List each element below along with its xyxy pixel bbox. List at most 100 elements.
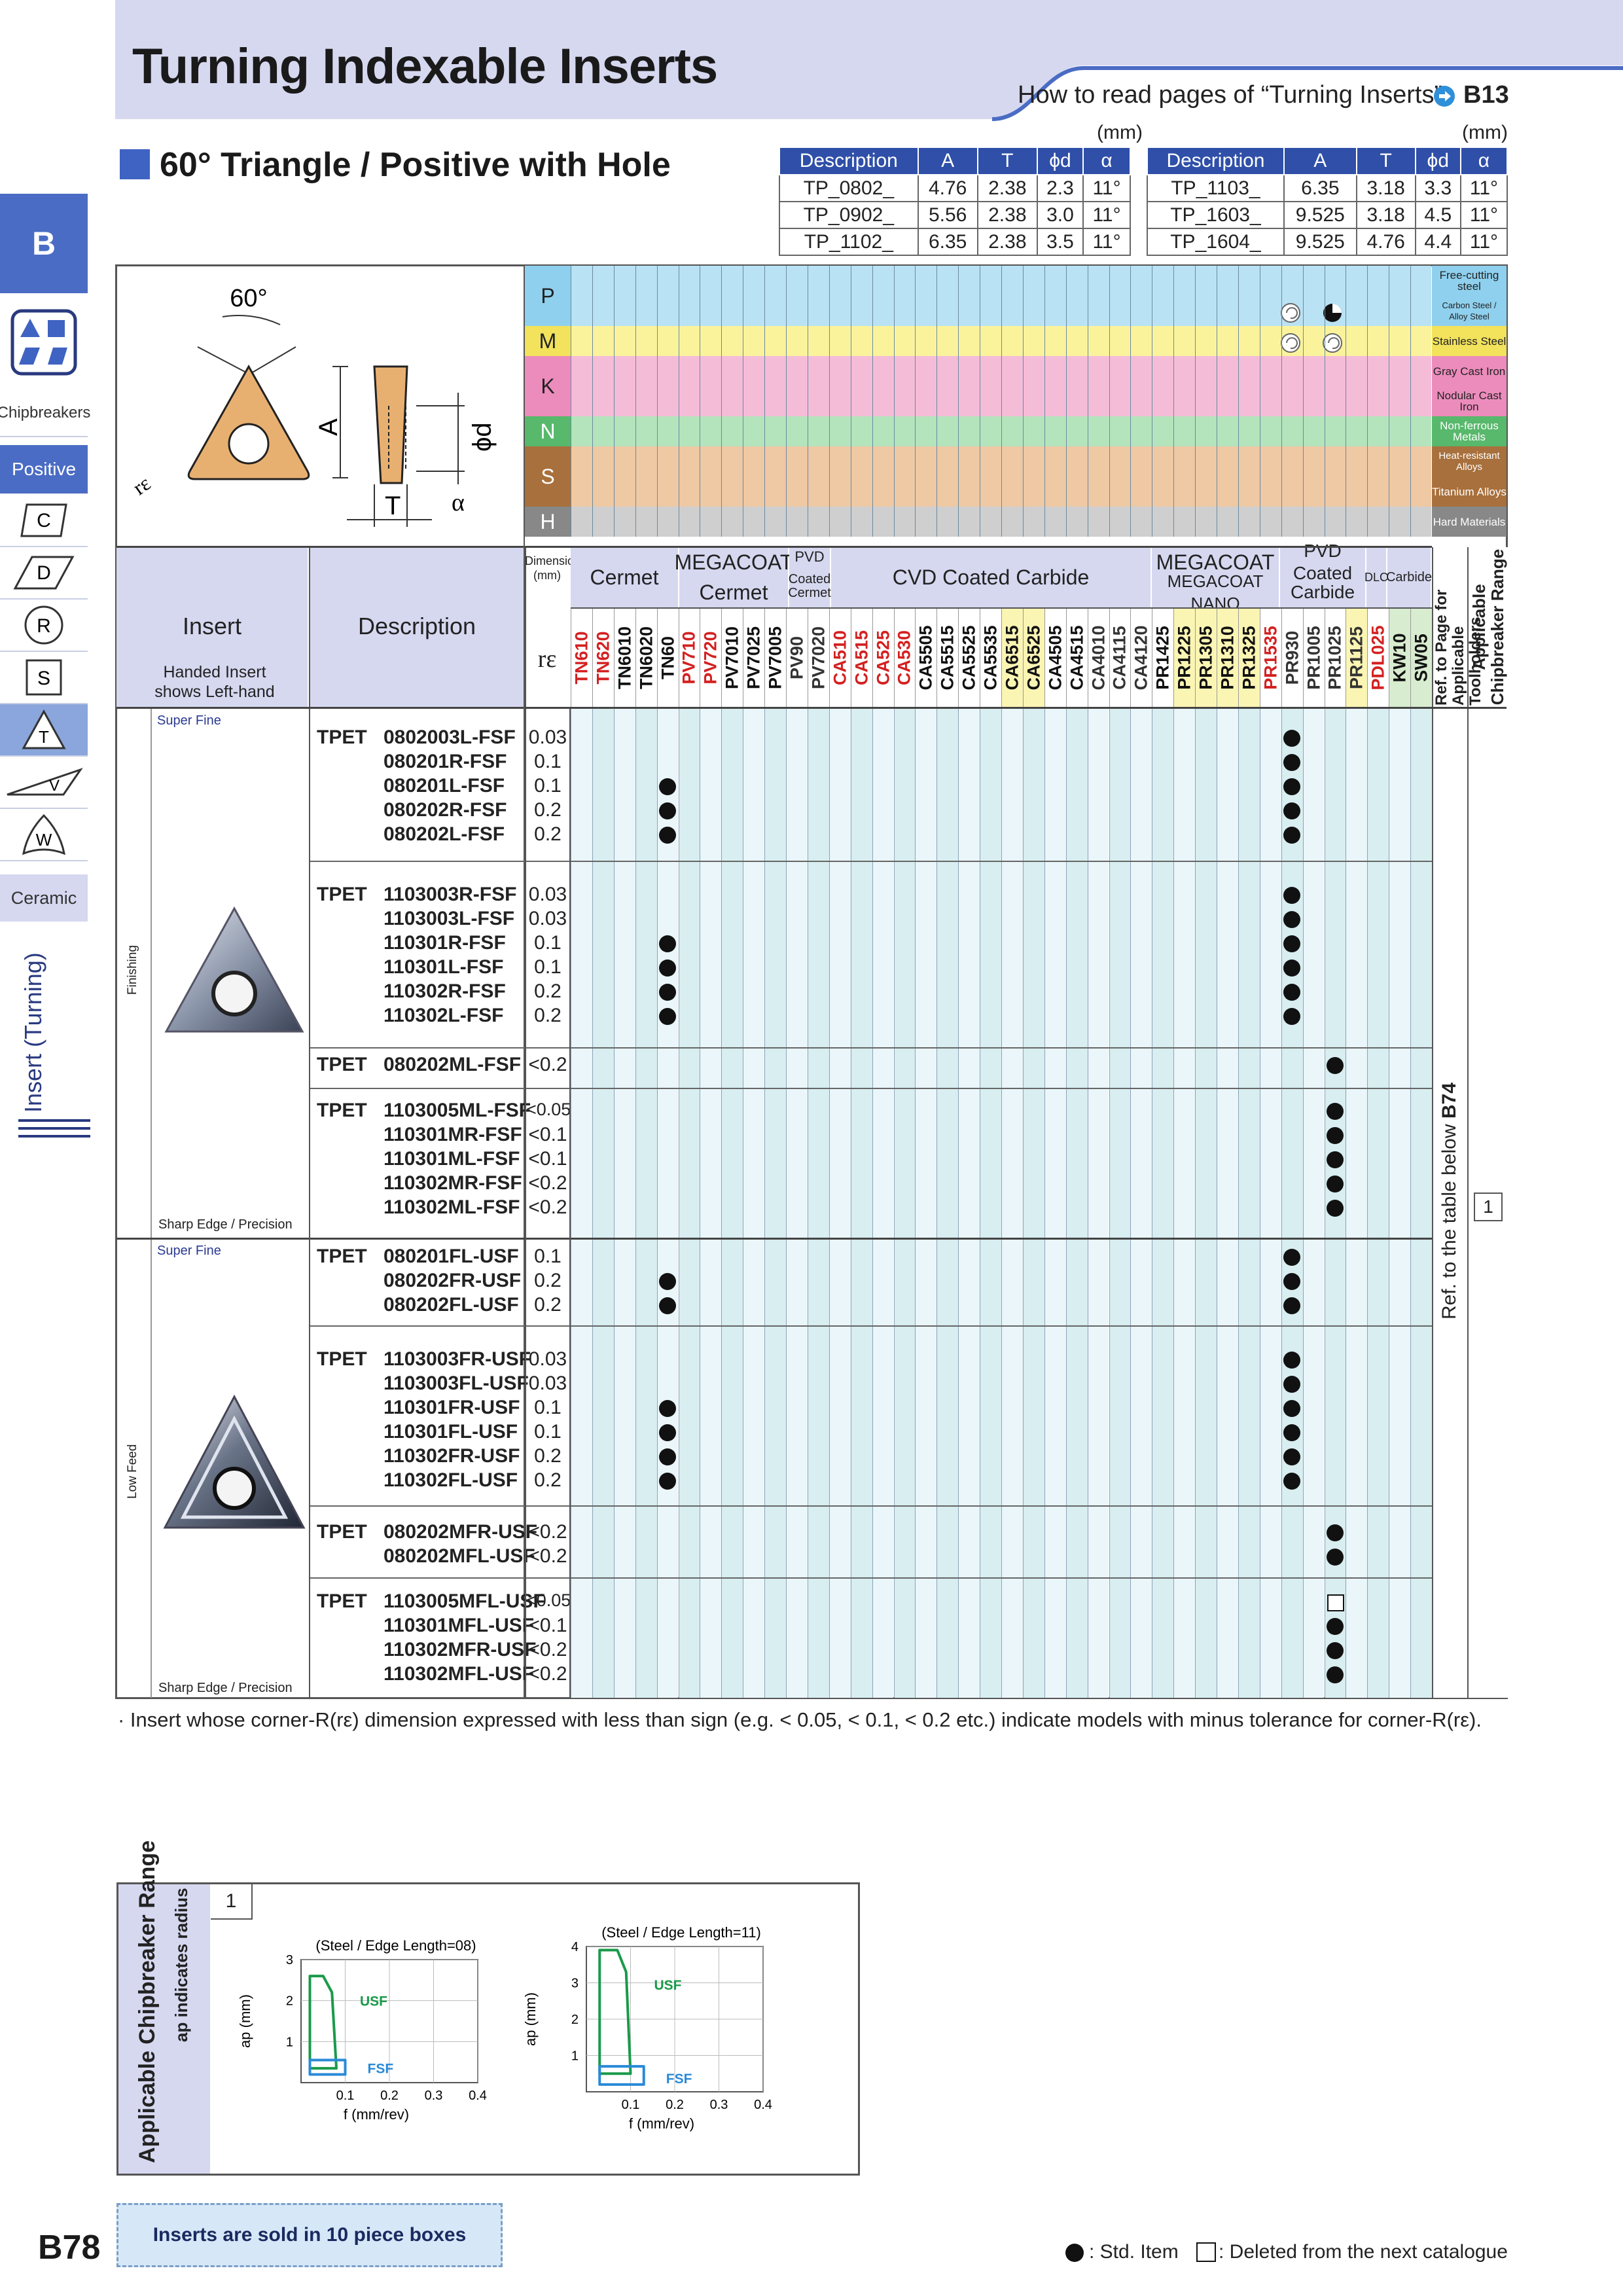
corner-radius-value: <0.05 [526, 1100, 571, 1119]
handed-note: Handed Insert shows Left-hand [154, 663, 275, 701]
ref-page-note-text: Ref. to the table below [1438, 1124, 1460, 1319]
corner-radius-value: 0.1 [534, 775, 562, 797]
insert-description[interactable]: 080202L-FSF [383, 823, 505, 845]
insert-description[interactable]: 110301MR-FSF [383, 1124, 522, 1145]
insert-description[interactable]: 110302ML-FSF [383, 1196, 520, 1218]
cell: 4.76 [1355, 228, 1416, 256]
chip-range-ref[interactable]: 1 [1474, 1193, 1503, 1221]
grade-label: PR1425 [1152, 626, 1173, 690]
insert-description[interactable]: 110301MFL-USF [383, 1615, 535, 1636]
insert-prefix: TPET [317, 1100, 367, 1121]
std-item-icon [1326, 1618, 1344, 1635]
corner-radius-value: 0.1 [534, 751, 562, 772]
tab-shape-v[interactable]: V [0, 757, 88, 809]
insert-description[interactable]: 110302FR-USF [383, 1445, 520, 1467]
insert-description[interactable]: 080202FL-USF [383, 1294, 519, 1316]
insert-description[interactable]: 080202ML-FSF [383, 1054, 522, 1075]
grade-column [1346, 709, 1368, 1698]
insert-description[interactable]: 080202MFR-USF [383, 1521, 538, 1543]
y-tick-label: 3 [571, 1977, 579, 1991]
insert-description[interactable]: 110301R-FSF [383, 932, 506, 954]
dimension-t-label: T [385, 492, 401, 520]
insert-description[interactable]: 080201FL-USF [383, 1246, 519, 1267]
grade-column [1367, 709, 1389, 1698]
insert-description[interactable]: 110302R-FSF [383, 980, 506, 1002]
material-row-p [525, 266, 1431, 296]
insert-description[interactable]: 080202FR-USF [383, 1270, 522, 1291]
std-item-icon [1283, 1008, 1301, 1025]
grid-line [1410, 266, 1412, 537]
grade-label: CA510 [830, 630, 850, 686]
insert-description[interactable]: 0802003L-FSF [383, 726, 516, 748]
howto-page-ref[interactable]: B13 [1463, 81, 1509, 109]
grid-line [872, 266, 873, 537]
corner-radius-value: <0.2 [528, 1172, 567, 1194]
grade-column [958, 709, 980, 1698]
tab-shape-r[interactable]: R [0, 600, 88, 652]
insert-col-header [116, 547, 308, 707]
grade-column [1389, 709, 1411, 1698]
insert-description[interactable]: 1103003L-FSF [383, 908, 515, 929]
insert-description[interactable]: 1103005MFL-USF [383, 1590, 545, 1612]
grade-header: CA515 [850, 609, 872, 707]
tab-positive[interactable]: Positive [0, 445, 88, 493]
insert-description[interactable]: 110302MR-FSF [383, 1172, 522, 1194]
page-title: Turning Indexable Inserts [132, 39, 718, 94]
tab-ceramic[interactable]: Ceramic [0, 874, 88, 922]
cell: TP_1102_ [779, 228, 919, 256]
x-axis-label: f (mm/rev) [629, 2115, 694, 2132]
grade-column [1152, 709, 1174, 1698]
insert-description[interactable]: 110301L-FSF [383, 956, 504, 978]
table-row: TP_0902_ 5.56 2.38 3.0 11° [779, 201, 1131, 229]
insert-description[interactable]: 110302FL-USF [383, 1469, 518, 1491]
insert-description[interactable]: 110301FL-USF [383, 1421, 518, 1443]
ref-page-link[interactable]: B74 [1438, 1083, 1460, 1119]
insert-shapes-icon[interactable] [0, 306, 88, 378]
grade-column [786, 709, 808, 1698]
std-item-icon [1326, 1549, 1344, 1566]
insert-description[interactable]: 1103005ML-FSF [383, 1100, 531, 1121]
insert-description[interactable]: 080201L-FSF [383, 775, 505, 797]
grade-header: PV720 [700, 609, 722, 707]
insert-description[interactable]: 110302L-FSF [383, 1005, 504, 1026]
grade-label: CA4505 [1045, 625, 1065, 691]
cell: 11° [1082, 174, 1131, 202]
material-name: Gray Cast Iron [1432, 356, 1507, 386]
insert-description[interactable]: 110301ML-FSF [383, 1148, 520, 1170]
insert-description[interactable]: 080202MFL-USF [383, 1545, 535, 1567]
rhombus-35-icon: V [7, 768, 83, 796]
material-row-p [525, 296, 1431, 326]
insert-description[interactable]: 1103003FL-USF [383, 1372, 529, 1394]
grid-line [1001, 266, 1002, 537]
cell: 3.18 [1355, 201, 1416, 229]
insert-description[interactable]: 110301FR-USF [383, 1397, 520, 1418]
chart-title: (Steel / Edge Length=11) [601, 1924, 761, 1941]
tab-shape-d[interactable]: D [0, 547, 88, 600]
corner-radius-value: 0.1 [534, 1246, 562, 1267]
grade-column [1022, 709, 1044, 1698]
series-dlc: DLC [1364, 547, 1388, 607]
y-tick-label: 2 [286, 1994, 293, 2009]
insert-hole [228, 423, 270, 465]
std-item-icon [659, 827, 677, 844]
insert-description[interactable]: 110302MFR-USF [383, 1639, 537, 1660]
insert-description[interactable]: 080201R-FSF [383, 751, 507, 772]
insert-description[interactable]: 080202R-FSF [383, 799, 507, 821]
cell: 2.3 [1036, 174, 1084, 202]
std-item-icon [659, 1297, 677, 1314]
insert-description[interactable]: 1103003R-FSF [383, 884, 517, 905]
tab-shape-w[interactable]: W [0, 809, 88, 861]
section-tab[interactable]: B [0, 194, 88, 293]
insert-description[interactable]: 1103003FR-USF [383, 1348, 531, 1370]
insert-prefix: TPET [317, 1348, 367, 1370]
tab-shape-c[interactable]: C [0, 495, 88, 547]
tab-shape-s[interactable]: S [0, 652, 88, 704]
howto-link-text[interactable]: How to read pages of “Turning Inserts” [1018, 81, 1443, 109]
tab-chipbreakers[interactable]: Chipbreakers [0, 390, 90, 437]
tab-shape-t[interactable]: T [0, 704, 88, 757]
insert-description[interactable]: 110302MFL-USF [383, 1663, 535, 1685]
cell: 2.38 [976, 174, 1038, 202]
y-tick-label: 2 [571, 2013, 579, 2027]
cell: TP_0902_ [779, 201, 919, 229]
